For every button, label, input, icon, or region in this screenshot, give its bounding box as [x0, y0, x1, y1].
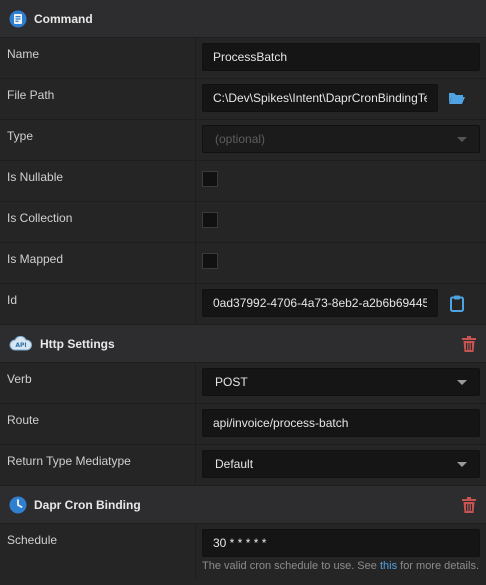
is-mapped-label: Is Mapped	[0, 243, 196, 283]
schedule-row: Schedule The valid cron schedule to use.…	[0, 524, 486, 580]
is-collection-checkbox[interactable]	[202, 212, 218, 228]
dapr-cron-binding-section-header: Dapr Cron Binding	[0, 486, 486, 524]
verb-row: Verb POST	[0, 363, 486, 404]
command-section-title: Command	[34, 11, 93, 26]
return-type-mediatype-select-value: Default	[215, 457, 254, 471]
verb-label: Verb	[0, 363, 196, 403]
return-type-mediatype-select[interactable]: Default	[202, 450, 480, 478]
open-folder-icon[interactable]	[440, 84, 474, 112]
name-row: Name	[0, 38, 486, 79]
api-cloud-icon: API	[8, 334, 34, 354]
file-path-input[interactable]	[202, 84, 438, 112]
route-input[interactable]	[202, 409, 480, 437]
file-path-row: File Path	[0, 79, 486, 120]
is-nullable-checkbox[interactable]	[202, 171, 218, 187]
type-label: Type	[0, 120, 196, 160]
name-input[interactable]	[202, 43, 480, 71]
return-type-mediatype-row: Return Type Mediatype Default	[0, 445, 486, 486]
delete-http-settings-trash-icon[interactable]	[460, 334, 478, 354]
delete-dapr-cron-binding-trash-icon[interactable]	[460, 495, 478, 515]
is-nullable-row: Is Nullable	[0, 161, 486, 202]
api-icon-text: API	[15, 342, 26, 349]
type-select[interactable]: (optional)	[202, 125, 480, 153]
is-collection-row: Is Collection	[0, 202, 486, 243]
is-collection-label: Is Collection	[0, 202, 196, 242]
verb-select[interactable]: POST	[202, 368, 480, 396]
chevron-down-icon	[457, 379, 467, 385]
id-input[interactable]	[202, 289, 438, 317]
http-settings-section-header: API Http Settings	[0, 325, 486, 363]
type-row: Type (optional)	[0, 120, 486, 161]
is-mapped-row: Is Mapped	[0, 243, 486, 284]
id-row: Id	[0, 284, 486, 325]
verb-select-value: POST	[215, 375, 248, 389]
return-type-mediatype-label: Return Type Mediatype	[0, 445, 196, 485]
route-row: Route	[0, 404, 486, 445]
is-mapped-checkbox[interactable]	[202, 253, 218, 269]
schedule-label: Schedule	[0, 524, 196, 580]
schedule-hint-link[interactable]: this	[379, 560, 398, 572]
clock-icon	[8, 495, 28, 515]
is-nullable-label: Is Nullable	[0, 161, 196, 201]
type-select-placeholder: (optional)	[215, 132, 266, 146]
name-label: Name	[0, 38, 196, 78]
route-label: Route	[0, 404, 196, 444]
id-label: Id	[0, 284, 196, 324]
file-path-label: File Path	[0, 79, 196, 119]
command-icon	[8, 9, 28, 29]
schedule-hint: The valid cron schedule to use. See this…	[202, 560, 479, 572]
schedule-input[interactable]	[202, 529, 480, 557]
clipboard-icon[interactable]	[440, 289, 474, 317]
chevron-down-icon	[457, 461, 467, 467]
command-section-header: Command	[0, 0, 486, 38]
schedule-hint-suffix: for more details.	[397, 560, 479, 572]
http-settings-section-title: Http Settings	[40, 336, 115, 351]
schedule-hint-text: The valid cron schedule to use. See	[202, 560, 380, 572]
chevron-down-icon	[457, 136, 467, 142]
dapr-cron-binding-section-title: Dapr Cron Binding	[34, 497, 141, 512]
